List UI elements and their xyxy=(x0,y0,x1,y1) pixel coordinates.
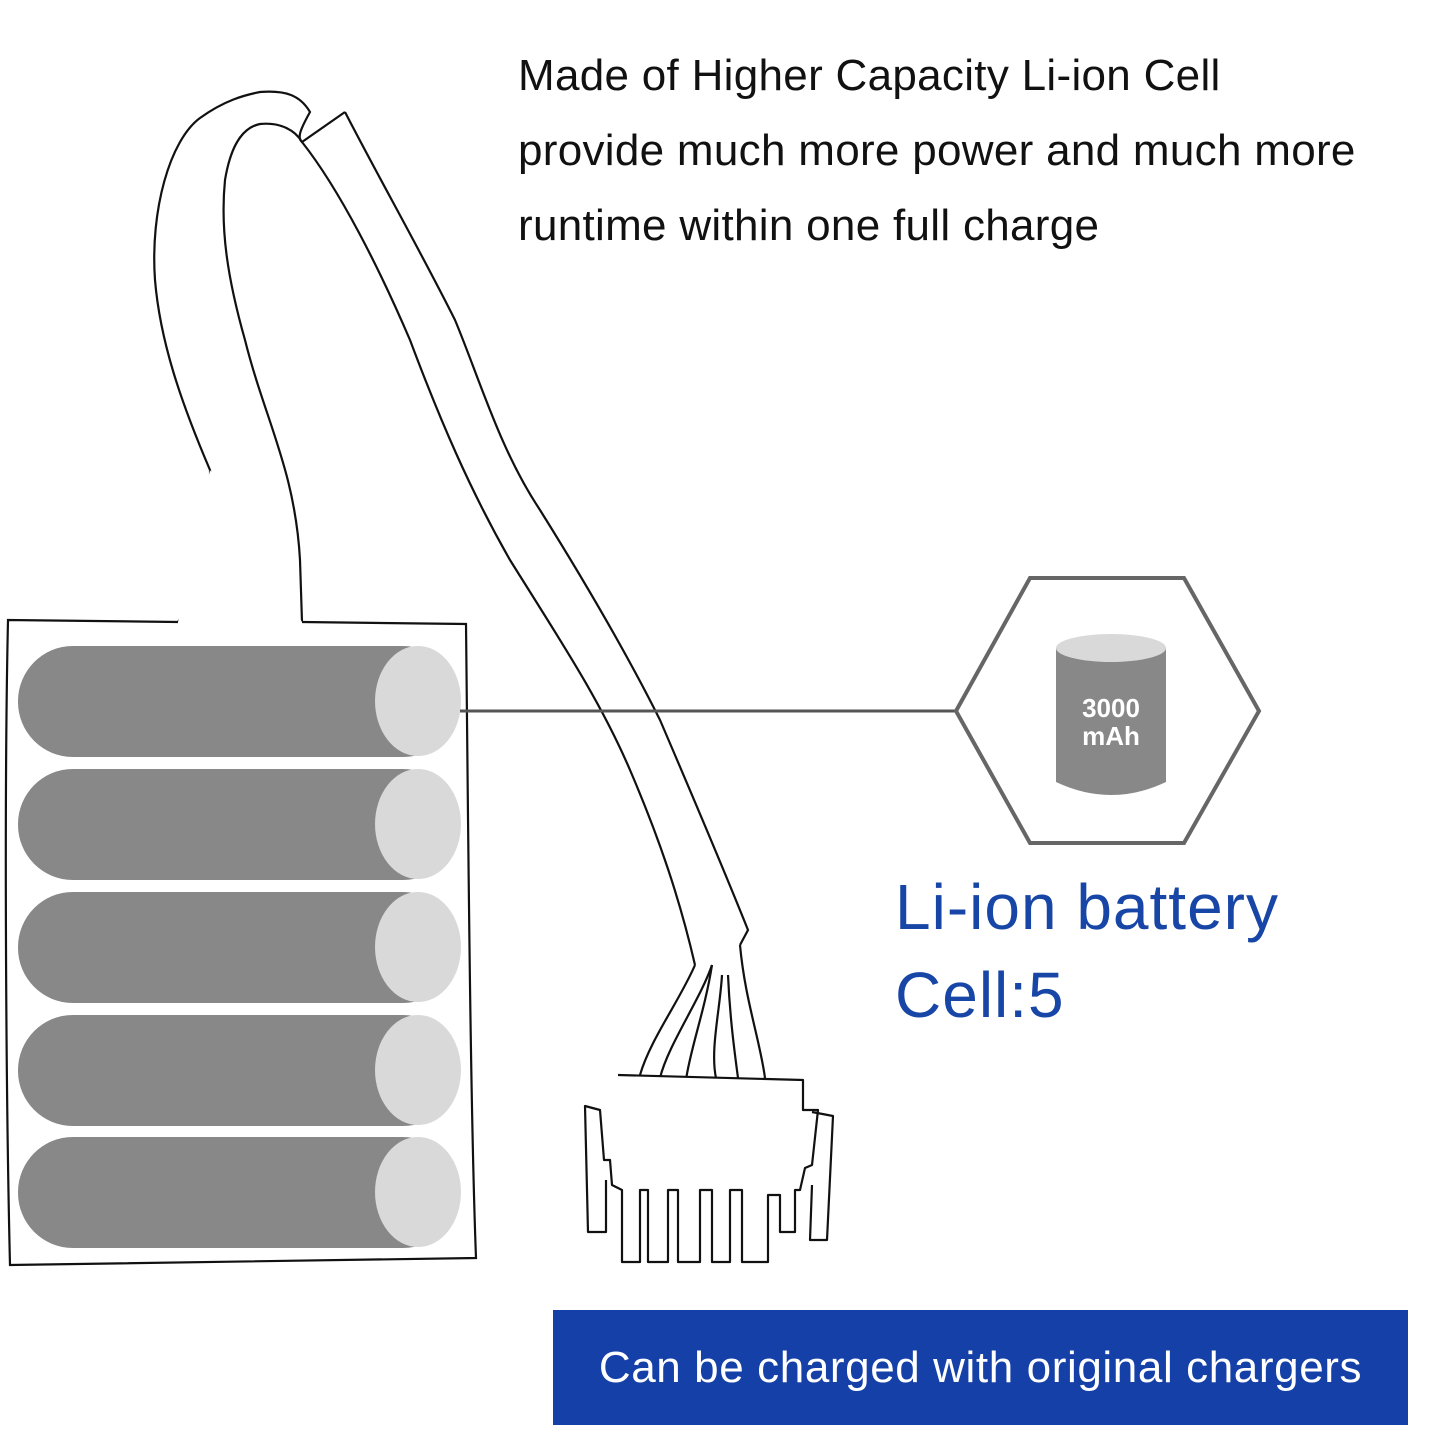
capacity-unit: mAh xyxy=(1082,721,1140,751)
cable-loop-inner xyxy=(222,122,304,623)
capacity-cell-icon xyxy=(1056,634,1166,795)
connector-wires xyxy=(638,944,767,1081)
battery-type-label: Li-ion battery xyxy=(895,871,1279,943)
cable-main-right xyxy=(344,111,750,946)
headline-line-1: Made of Higher Capacity Li-ion Cell xyxy=(518,51,1221,100)
headline-line-2: provide much more power and much more xyxy=(518,126,1356,175)
connector-clip-right xyxy=(808,1110,835,1242)
capacity-value: 3000 xyxy=(1082,693,1140,723)
cell-3 xyxy=(18,892,461,1003)
cable-main-left xyxy=(301,141,697,966)
connector-housing xyxy=(583,1073,820,1264)
cell-4 xyxy=(18,1015,461,1126)
cell-5 xyxy=(18,1137,461,1248)
cell-count-label: Cell:5 xyxy=(895,959,1065,1031)
cell-1 xyxy=(18,646,461,757)
charger-banner-text: Can be charged with original chargers xyxy=(598,1342,1363,1392)
headline-line-3: runtime within one full charge xyxy=(518,201,1100,250)
headline-text: Made of Higher Capacity Li-ion Cell prov… xyxy=(518,38,1443,263)
pack-outline-stroke xyxy=(4,618,478,1267)
cell-2 xyxy=(18,769,461,880)
charger-banner: Can be charged with original chargers xyxy=(553,1310,1408,1425)
